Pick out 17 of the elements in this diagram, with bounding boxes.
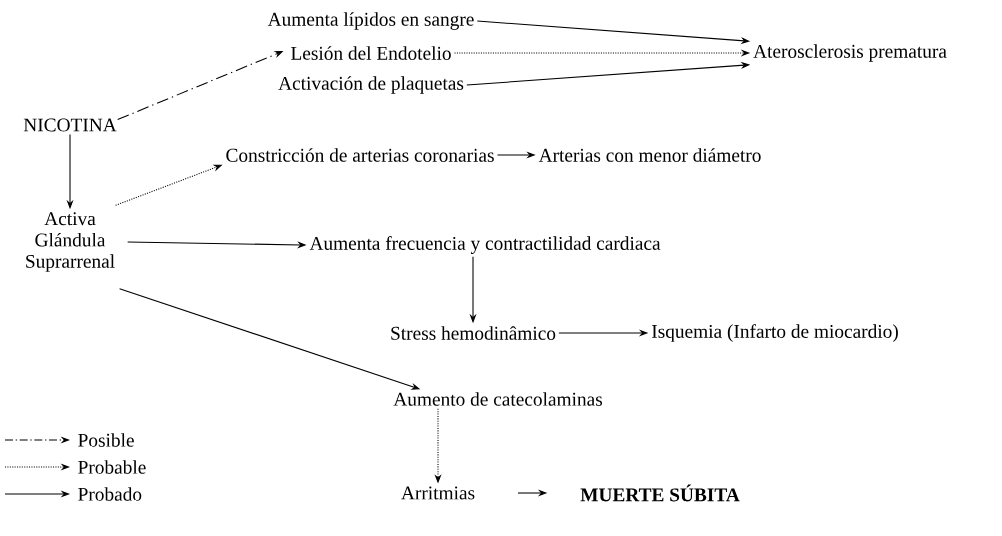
flow-text: Aumenta frecuencia y contractilidad cardiaca <box>309 236 661 254</box>
flow-text: Arterias con menor diámetro <box>538 148 761 162</box>
flow-text: Arritmias <box>401 486 475 500</box>
flow-text: Constricción de arterias coronarias <box>226 148 494 162</box>
legend-text: Posible <box>78 433 134 447</box>
flow-text: Lesión del Endotelio <box>291 46 451 60</box>
flow-text: NICOTINA <box>23 118 117 132</box>
legend-text: Probable <box>78 460 146 474</box>
flow-text: Aumento de catecolaminas <box>393 392 603 406</box>
flow-text: Stress hemodinâmico <box>391 326 556 340</box>
flow-text: Activa Glándula Suprarrenal <box>26 212 115 272</box>
flow-text: Aumenta lípidos en sangre <box>267 12 474 30</box>
legend-text: Probado <box>78 487 142 501</box>
flow-text: Activación de plaquetas <box>278 76 464 94</box>
flow-text: Isquemia (Infarto de miocardio) <box>651 324 898 342</box>
flow-text: Aterosclerosis prematura <box>753 44 947 62</box>
flow-text: MUERTE SÚBITA <box>580 484 740 502</box>
